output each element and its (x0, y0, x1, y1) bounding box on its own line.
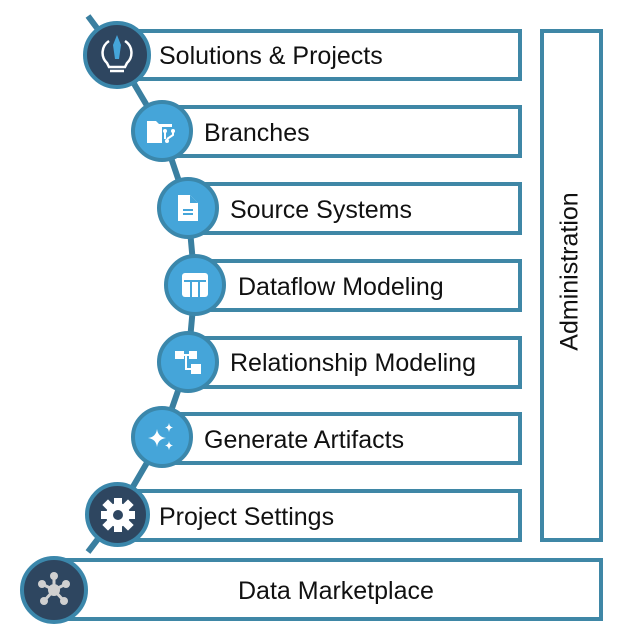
sparkles-icon (148, 423, 173, 450)
branches-circle[interactable] (131, 100, 193, 162)
step-label: Solutions & Projects (159, 42, 383, 70)
step-label: Branches (204, 119, 310, 147)
table-icon (182, 273, 208, 297)
lightbulb-rocket-icon (101, 35, 133, 73)
hierarchy-icon (175, 351, 201, 374)
source-systems-circle[interactable] (157, 177, 219, 239)
step-box-dataflow-modeling[interactable]: Dataflow Modeling (195, 259, 522, 312)
data-marketplace-label: Data Marketplace (238, 577, 434, 605)
project-settings-circle[interactable] (85, 482, 150, 547)
step-label: Dataflow Modeling (238, 273, 444, 301)
data-marketplace-box[interactable]: Data Marketplace (50, 558, 603, 621)
step-label: Relationship Modeling (230, 349, 476, 377)
generate-artifacts-circle[interactable] (131, 406, 193, 468)
step-box-source-systems[interactable]: Source Systems (188, 182, 522, 235)
document-icon (178, 195, 198, 221)
gear-icon (100, 497, 135, 532)
dataflow-modeling-circle[interactable] (164, 254, 226, 316)
step-label: Generate Artifacts (204, 426, 405, 454)
network-hub-icon (38, 572, 70, 605)
step-box-generate-artifacts[interactable]: Generate Artifacts (162, 412, 522, 465)
step-label: Project Settings (159, 503, 335, 531)
relationship-modeling-circle[interactable] (157, 331, 219, 393)
step-label: Source Systems (230, 196, 413, 224)
step-box-project-settings[interactable]: Project Settings (117, 489, 522, 542)
step-box-solutions-projects[interactable]: Solutions & Projects (117, 29, 522, 81)
administration-box[interactable]: Administration (540, 29, 603, 542)
administration-label: Administration (555, 192, 584, 351)
step-box-branches[interactable]: Branches (162, 105, 522, 158)
solutions-projects-circle[interactable] (83, 21, 151, 89)
folder-branch-icon (147, 121, 175, 143)
data-marketplace-circle[interactable] (20, 556, 88, 624)
step-box-relationship-modeling[interactable]: Relationship Modeling (188, 336, 522, 389)
